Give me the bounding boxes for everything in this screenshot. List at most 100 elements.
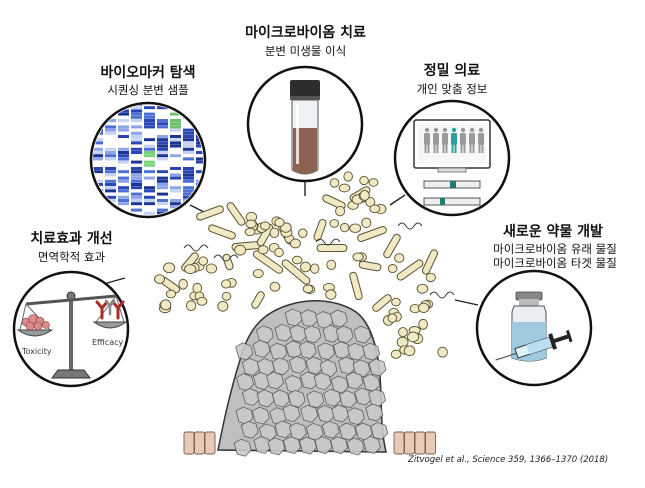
coccus-bacterium: [163, 262, 176, 274]
heatmap-cell: [131, 192, 142, 196]
heatmap-cell: [170, 112, 181, 116]
heatmap-cell: [105, 138, 116, 142]
heatmap-cell: [196, 147, 203, 151]
heatmap-cell: [196, 205, 203, 209]
heatmap-cell: [196, 115, 203, 119]
rod-bacterium: [316, 244, 348, 252]
heatmap-cell: [118, 154, 129, 158]
tumor-cell: [240, 420, 259, 439]
coccus-bacterium: [407, 331, 420, 343]
gut-epithelium: [183, 431, 436, 455]
heatmap-cell: [170, 141, 181, 145]
heatmap-cell: [196, 199, 203, 202]
heatmap-cell: [118, 119, 129, 122]
heatmap-cell: [183, 183, 194, 186]
heatmap-cell: [131, 138, 142, 142]
heatmap-cell: [183, 160, 194, 164]
heatmap-cell: [131, 125, 142, 129]
heatmap-cell: [170, 135, 181, 138]
connector-precision: [389, 194, 406, 206]
rod-bacterium: [396, 259, 424, 281]
heatmap-cell: [105, 211, 116, 215]
person-icon: [442, 127, 448, 133]
tumor-cell: [235, 342, 254, 361]
heatmap-cell: [93, 163, 103, 167]
flagellum: [397, 222, 423, 230]
tumor-cell: [282, 404, 301, 423]
coccus-bacterium: [205, 263, 218, 274]
heatmap-cell: [183, 154, 194, 158]
heatmap-cell: [131, 183, 142, 186]
epithelial-cell: [404, 431, 415, 455]
heatmap-cell: [170, 125, 181, 129]
heatmap-cell: [105, 106, 116, 110]
heatmap-cell: [170, 154, 181, 158]
heatmap-cell: [105, 170, 116, 174]
coccus-bacterium: [359, 175, 369, 186]
heatmap-cell: [93, 154, 103, 158]
heatmap-cell: [131, 154, 142, 158]
heatmap-cell: [157, 138, 168, 142]
heatmap-cell: [118, 179, 129, 183]
heatmap-cell: [118, 199, 129, 202]
heatmap-cell: [170, 167, 181, 170]
coccus-bacterium: [418, 302, 430, 313]
heatmap-cell: [157, 173, 168, 177]
heatmap-cell: [93, 179, 103, 183]
heatmap-cell: [131, 141, 142, 145]
tumor-cell: [269, 342, 288, 361]
coccus-bacterium: [390, 349, 402, 359]
person-icon: [424, 127, 430, 133]
panel-drug-icon: [475, 269, 593, 387]
tumor-cell: [365, 403, 384, 422]
heatmap-cell: [170, 115, 181, 119]
toxicity-label: Toxicity: [21, 347, 52, 356]
heatmap-cell: [105, 163, 116, 167]
bacteria-cloud: [154, 171, 455, 359]
heatmap-cell: [105, 215, 116, 218]
heatmap-cell: [118, 147, 129, 151]
heatmap-cell: [131, 144, 142, 148]
heatmap-cell: [93, 106, 103, 110]
coccus-bacterium: [289, 238, 301, 249]
heatmap-cell: [170, 189, 181, 193]
heatmap-cell: [183, 176, 194, 180]
coccus-bacterium: [349, 223, 362, 233]
heatmap-cell: [93, 151, 103, 154]
heatmap-cell: [105, 135, 116, 138]
panel-efficacy-icon: [12, 270, 130, 388]
heatmap-cell: [144, 138, 155, 142]
tumor-cell: [370, 421, 389, 440]
heatmap-cell: [170, 163, 181, 167]
heatmap-cell: [157, 128, 168, 132]
heatmap-cell: [105, 141, 116, 145]
person-icon: [433, 127, 439, 133]
heatmap-cell: [144, 173, 155, 177]
heatmap-cell: [144, 115, 155, 119]
heatmap-cell: [144, 167, 155, 170]
heatmap-cell: [105, 122, 116, 126]
heatmap-cell: [131, 131, 142, 135]
heatmap-cell: [93, 119, 103, 122]
tumor-cell: [298, 341, 317, 359]
heatmap-cell: [183, 179, 194, 183]
coccus-bacterium: [418, 318, 428, 330]
heatmap-cell: [144, 192, 155, 196]
person-icon: [478, 127, 484, 133]
heatmap-cell: [131, 106, 142, 110]
coccus-bacterium: [335, 206, 346, 217]
epithelial-cell: [425, 431, 436, 455]
heatmap-cell: [183, 147, 194, 151]
coccus-bacterium: [269, 227, 280, 239]
heatmap-cell: [105, 128, 116, 132]
rod-bacterium: [256, 223, 274, 247]
coccus-bacterium: [198, 256, 209, 266]
heatmap-cell: [196, 141, 203, 145]
coccus-bacterium: [160, 299, 172, 311]
precision-title: 정밀 의료: [423, 63, 481, 79]
coccus-bacterium: [387, 313, 398, 323]
heatmap-cell: [105, 147, 116, 151]
heatmap-cell: [93, 173, 103, 177]
tumor-cell: [236, 373, 254, 392]
